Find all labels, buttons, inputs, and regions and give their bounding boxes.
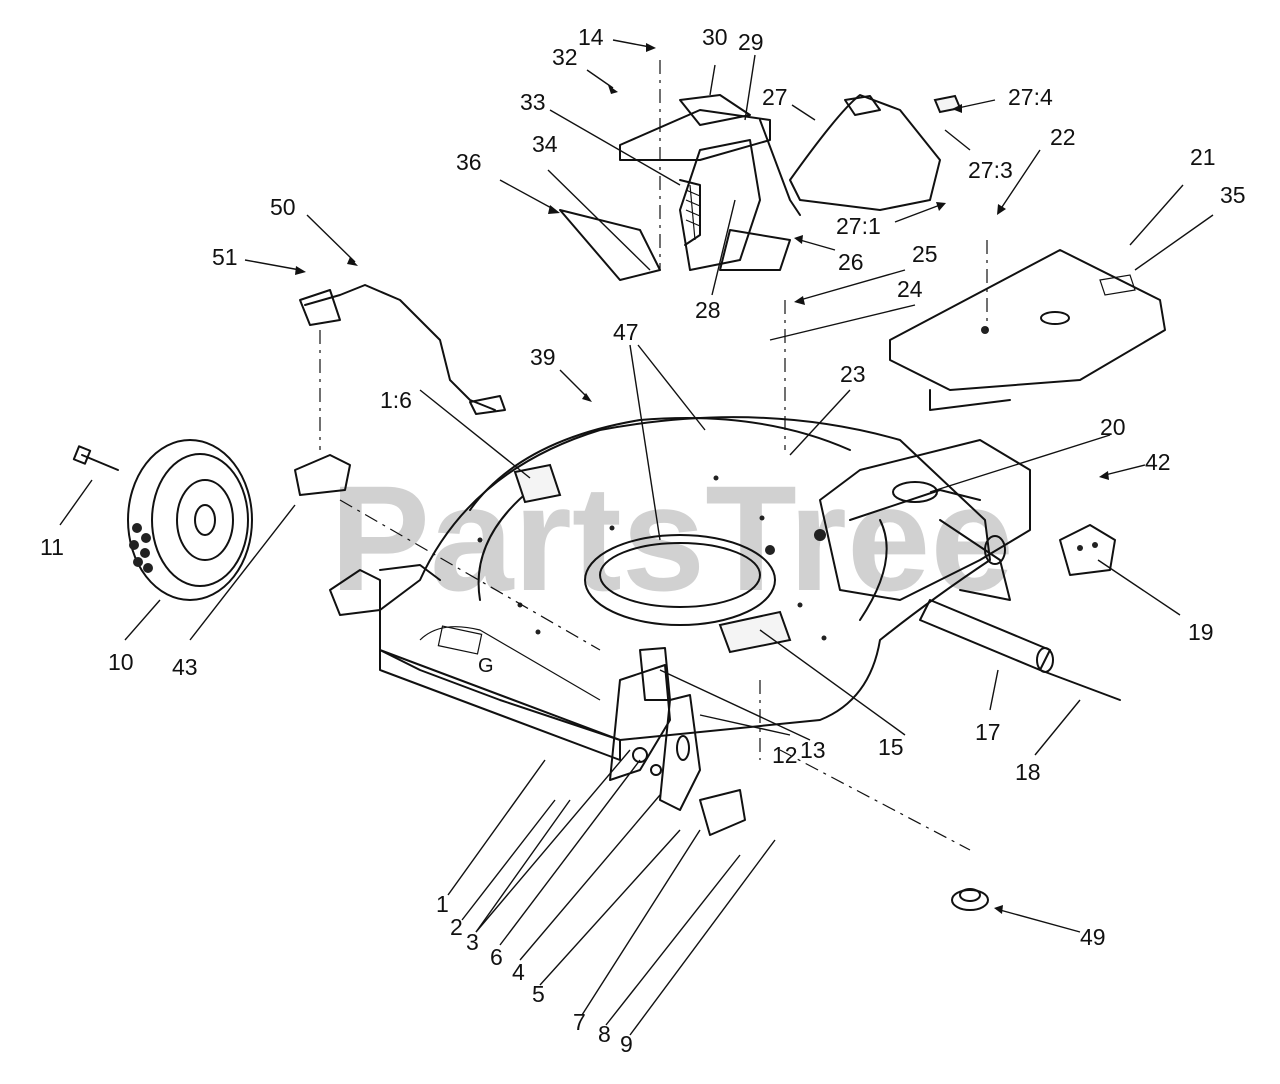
callout-17: 17 [975, 719, 1001, 745]
callout-25: 25 [912, 241, 938, 267]
mower-deck: G [379, 416, 991, 761]
callout-1-6: 1:6 [380, 387, 412, 413]
callout-13: 13 [800, 737, 826, 763]
callout-7: 7 [573, 1009, 586, 1035]
callout-5: 5 [532, 981, 545, 1007]
callout-3: 3 [466, 929, 479, 955]
callout-27-3: 27:3 [968, 157, 1013, 183]
callout-39: 39 [530, 344, 556, 370]
bushing [951, 888, 989, 911]
callout-4: 4 [512, 959, 525, 985]
callout-labels: 14 30 29 32 33 27 27:4 22 27:3 21 36 34 … [40, 24, 1246, 1057]
callout-9: 9 [620, 1031, 633, 1057]
rear-shield [889, 249, 1166, 411]
rear-bracket-assembly [559, 94, 791, 281]
wheel [127, 439, 253, 601]
callout-24: 24 [897, 276, 923, 302]
callout-50: 50 [270, 194, 296, 220]
alignment-lines [319, 60, 988, 851]
discharge-tube [919, 599, 1121, 701]
callout-27-4: 27:4 [1008, 84, 1053, 110]
callout-34: 34 [532, 131, 558, 157]
callout-23: 23 [840, 361, 866, 387]
callout-22: 22 [1050, 124, 1076, 150]
callout-27-1: 27:1 [836, 213, 881, 239]
callout-36: 36 [456, 149, 482, 175]
callout-29: 29 [738, 29, 764, 55]
callout-12: 12 [772, 742, 798, 768]
callout-20: 20 [1100, 414, 1126, 440]
callout-19: 19 [1188, 619, 1214, 645]
callout-49: 49 [1080, 924, 1106, 950]
callout-21: 21 [1190, 144, 1216, 170]
svg-text:G: G [478, 655, 494, 677]
callout-28: 28 [695, 297, 721, 323]
front-height-adjuster [609, 647, 746, 836]
callout-51: 51 [212, 244, 238, 270]
callout-8: 8 [598, 1021, 611, 1047]
callout-42: 42 [1145, 449, 1171, 475]
callout-43: 43 [172, 654, 198, 680]
callout-15: 15 [878, 734, 904, 760]
handle-bracket [759, 94, 962, 216]
rear-axle-rod [294, 284, 506, 616]
callout-33: 33 [520, 89, 546, 115]
drive-housing [765, 439, 1031, 601]
callout-14: 14 [578, 24, 604, 50]
partstree-watermark: PartsTree [330, 454, 1014, 622]
callout-35: 35 [1220, 182, 1246, 208]
callout-6: 6 [490, 944, 503, 970]
callout-26: 26 [838, 249, 864, 275]
side-bracket [1059, 524, 1116, 576]
callout-32: 32 [552, 44, 578, 70]
callout-10: 10 [108, 649, 134, 675]
callout-18: 18 [1015, 759, 1041, 785]
callout-27: 27 [762, 84, 788, 110]
callout-30: 30 [702, 24, 728, 50]
callout-1: 1 [436, 891, 449, 917]
callout-47: 47 [613, 319, 639, 345]
callout-11: 11 [40, 534, 64, 560]
leader-lines [59, 39, 1214, 1036]
callout-2: 2 [450, 914, 463, 940]
wheel-bolt [72, 445, 119, 471]
